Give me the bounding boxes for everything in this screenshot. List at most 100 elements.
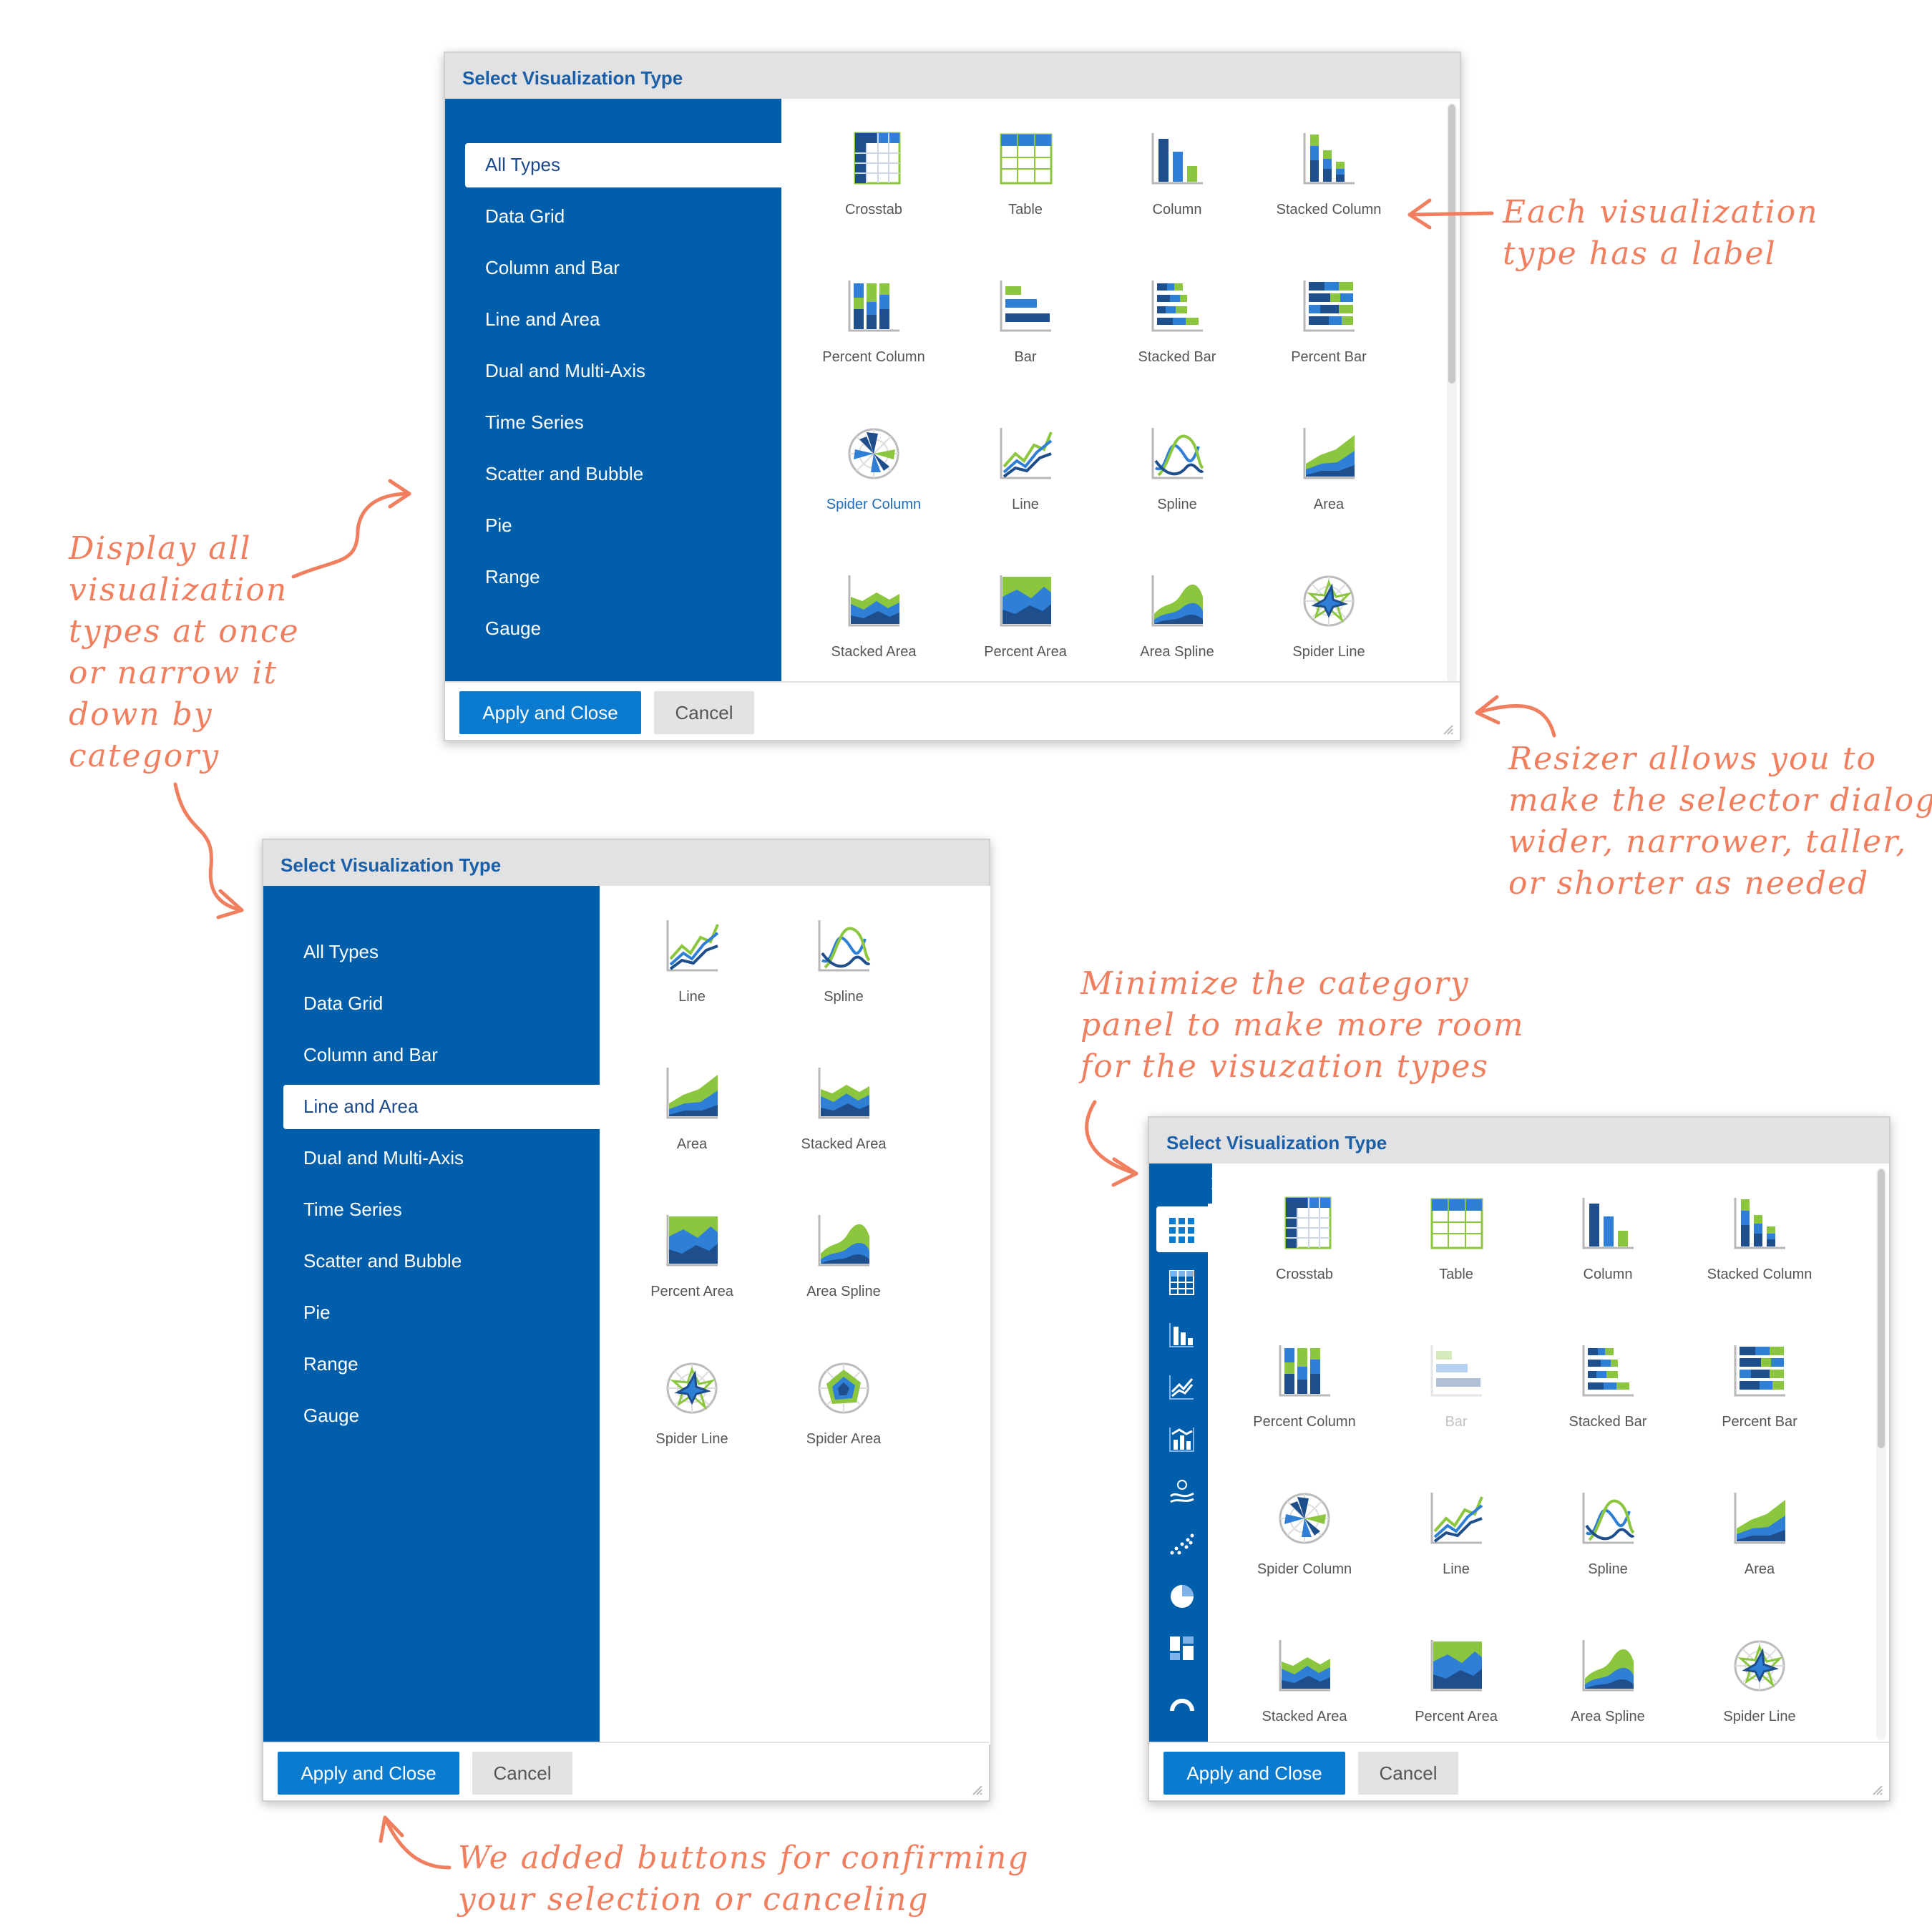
- category-item-range[interactable]: [1156, 1624, 1208, 1670]
- apply-and-close-button[interactable]: Apply and Close: [1163, 1752, 1345, 1795]
- apply-and-close-button[interactable]: Apply and Close: [278, 1752, 459, 1795]
- category-item-line-and-area[interactable]: Line and Area: [485, 308, 600, 330]
- dialog-footer: Apply and Close Cancel: [1149, 1742, 1889, 1800]
- category-item-column-and-bar[interactable]: Column and Bar: [485, 257, 620, 278]
- cancel-button[interactable]: Cancel: [1358, 1752, 1458, 1795]
- viz-type-percent-area[interactable]: Percent Area: [1380, 1637, 1533, 1745]
- category-item-data-grid[interactable]: Data Grid: [485, 205, 565, 227]
- viz-type-percent-area[interactable]: Percent Area: [615, 1212, 769, 1360]
- category-item-gauge[interactable]: [1156, 1677, 1208, 1722]
- scrollbar-thumb[interactable]: [1878, 1169, 1885, 1448]
- category-item-range[interactable]: Range: [485, 566, 540, 587]
- viz-type-crosstab[interactable]: Crosstab: [797, 130, 950, 278]
- category-item-data-grid[interactable]: Data Grid: [303, 992, 384, 1014]
- viz-type-spline[interactable]: Spline: [767, 917, 920, 1065]
- vertical-scrollbar[interactable]: [1876, 1168, 1886, 1740]
- viz-type-percent-bar[interactable]: Percent Bar: [1252, 278, 1405, 425]
- viz-type-line[interactable]: Line: [1380, 1490, 1533, 1637]
- cancel-button[interactable]: Cancel: [654, 691, 754, 734]
- category-item-dual-and-multi-axis[interactable]: Dual and Multi-Axis: [485, 360, 645, 381]
- apply-and-close-button[interactable]: Apply and Close: [459, 691, 641, 734]
- category-item-line-area[interactable]: [1156, 1363, 1208, 1409]
- viz-type-stacked-bar[interactable]: Stacked Bar: [1531, 1342, 1684, 1490]
- area-spline-icon: [1151, 575, 1203, 627]
- viz-type-spider-line[interactable]: Spider Line: [1683, 1637, 1836, 1745]
- viz-type-percent-column[interactable]: Percent Column: [1228, 1342, 1381, 1490]
- viz-type-column[interactable]: Column: [1101, 130, 1254, 278]
- category-item-time-series[interactable]: [1156, 1468, 1208, 1513]
- viz-type-percent-area[interactable]: Percent Area: [949, 572, 1102, 684]
- resize-grip-icon[interactable]: [970, 1783, 983, 1796]
- viz-type-area[interactable]: Area: [1683, 1490, 1836, 1637]
- category-item-all-types[interactable]: All Types: [303, 941, 379, 962]
- viz-type-percent-column[interactable]: Percent Column: [797, 278, 950, 425]
- category-item-pie[interactable]: Pie: [485, 514, 512, 536]
- viz-type-label: Spider Column: [1257, 1561, 1352, 1577]
- dialog-title: Select Visualization Type: [1149, 1118, 1889, 1163]
- arrow-to-second-dialog: [173, 782, 244, 912]
- bar-icon: [1430, 1345, 1482, 1397]
- category-item-dual-axis[interactable]: [1156, 1415, 1208, 1461]
- category-item-all-types[interactable]: [1156, 1206, 1208, 1252]
- resize-grip-icon[interactable]: [1441, 723, 1454, 736]
- collapse-panel-button[interactable]: [263, 886, 617, 926]
- category-item-time-series[interactable]: Time Series: [485, 411, 584, 433]
- viz-type-line[interactable]: Line: [615, 917, 769, 1065]
- viz-type-line[interactable]: Line: [949, 425, 1102, 572]
- viz-type-spider-line[interactable]: Spider Line: [615, 1360, 769, 1507]
- viz-type-label: Spline: [824, 989, 864, 1005]
- viz-type-stacked-area[interactable]: Stacked Area: [1228, 1637, 1381, 1745]
- resize-grip-icon[interactable]: [1870, 1783, 1883, 1796]
- viz-type-area-spline[interactable]: Area Spline: [1531, 1637, 1684, 1745]
- viz-type-area-spline[interactable]: Area Spline: [767, 1212, 920, 1360]
- viz-type-label: Stacked Area: [831, 644, 917, 660]
- category-item-dual-and-multi-axis[interactable]: Dual and Multi-Axis: [303, 1147, 464, 1169]
- category-item-gauge[interactable]: Gauge: [485, 618, 542, 639]
- cancel-button[interactable]: Cancel: [472, 1752, 572, 1795]
- viz-type-spline[interactable]: Spline: [1531, 1490, 1684, 1637]
- viz-type-stacked-area[interactable]: Stacked Area: [797, 572, 950, 684]
- vertical-scrollbar[interactable]: [1447, 103, 1457, 683]
- viz-type-bar[interactable]: Bar: [949, 278, 1102, 425]
- category-item-all-types[interactable]: All Types: [465, 143, 781, 187]
- category-item-pie[interactable]: [1156, 1572, 1208, 1618]
- viz-type-percent-bar[interactable]: Percent Bar: [1683, 1342, 1836, 1490]
- viz-type-area[interactable]: Area: [615, 1065, 769, 1212]
- viz-type-stacked-bar[interactable]: Stacked Bar: [1101, 278, 1254, 425]
- category-item-pie[interactable]: Pie: [303, 1302, 331, 1323]
- percent-area-icon: [1000, 575, 1051, 627]
- viz-type-bar[interactable]: Bar: [1380, 1342, 1533, 1490]
- category-item-scatter-and-bubble[interactable]: Scatter and Bubble: [303, 1250, 462, 1272]
- viz-type-stacked-column[interactable]: Stacked Column: [1683, 1195, 1836, 1342]
- viz-type-spider-area[interactable]: Spider Area: [767, 1360, 920, 1507]
- category-item-line-and-area[interactable]: Line and Area: [283, 1085, 600, 1129]
- scrollbar-thumb[interactable]: [1448, 104, 1455, 384]
- viz-type-area[interactable]: Area: [1252, 425, 1405, 572]
- viz-type-crosstab[interactable]: Crosstab: [1228, 1195, 1381, 1342]
- category-item-column-and-bar[interactable]: Column and Bar: [303, 1044, 438, 1065]
- viz-type-spider-line[interactable]: Spider Line: [1252, 572, 1405, 684]
- viz-type-spider-column[interactable]: Spider Column: [797, 425, 950, 572]
- viz-type-table[interactable]: Table: [1380, 1195, 1533, 1342]
- collapse-panel-button[interactable]: [445, 99, 799, 139]
- category-item-range[interactable]: Range: [303, 1353, 358, 1375]
- viz-type-label: Stacked Column: [1276, 202, 1382, 218]
- viz-type-spline[interactable]: Spline: [1101, 425, 1254, 572]
- viz-type-stacked-column[interactable]: Stacked Column: [1252, 130, 1405, 278]
- viz-type-spider-column[interactable]: Spider Column: [1228, 1490, 1381, 1637]
- category-item-column-bar[interactable]: [1156, 1311, 1208, 1357]
- category-item-scatter[interactable]: [1156, 1520, 1208, 1566]
- viz-type-column[interactable]: Column: [1531, 1195, 1684, 1342]
- category-item-data-grid[interactable]: [1156, 1259, 1208, 1304]
- viz-type-stacked-area[interactable]: Stacked Area: [767, 1065, 920, 1212]
- viz-type-table[interactable]: Table: [949, 130, 1102, 278]
- viz-type-area-spline[interactable]: Area Spline: [1101, 572, 1254, 684]
- line-area-icon: [1169, 1375, 1194, 1400]
- category-item-scatter-and-bubble[interactable]: Scatter and Bubble: [485, 463, 644, 484]
- line-icon: [1000, 428, 1053, 479]
- category-item-gauge[interactable]: Gauge: [303, 1405, 360, 1426]
- category-item-time-series[interactable]: Time Series: [303, 1199, 402, 1220]
- annotation-line: your selection or canceling: [458, 1881, 930, 1918]
